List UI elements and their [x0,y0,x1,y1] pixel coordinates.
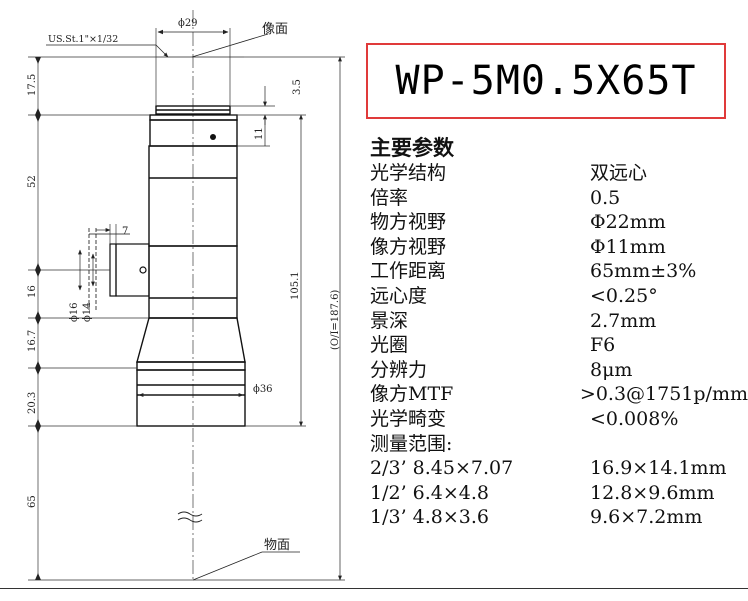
diameter-16-label: ϕ16 [69,302,80,322]
side-port [88,228,150,310]
set-screw-icon [210,134,216,140]
lens-dimension-drawing: 像面 ϕ29 US.St.1"×1/32 17.5 52 16 16.7 20.… [27,10,345,582]
spec-row: 远心度<0.25° [370,284,658,307]
dim-65: 65 [27,495,38,508]
lens-body [136,105,246,427]
spec-heading: 主要参数 [370,136,454,160]
object-plane-label: 物面 [264,538,290,553]
dim-52: 52 [27,175,38,188]
dim-11: 11 [254,127,265,140]
diameter-29-label: ϕ29 [178,18,198,29]
model-name: WP-5M0.5X65T [395,58,697,104]
diameter-14-label: ϕ14 [82,302,93,322]
dim-16: 16 [27,285,38,298]
spec-row: 像方MTF>0.3@1751p/mm [370,383,748,406]
spec-row: 光学结构双远心 [370,162,648,184]
dim-20-3: 20.3 [27,392,38,414]
dim-16-7: 16.7 [27,330,38,352]
bottom-rule [0,588,748,589]
dim-3-5: 3.5 [292,79,303,95]
dim-total: (O/I=187.6) [330,290,341,350]
image-plane-label: 像面 [262,22,288,37]
mount-thread-label: US.St.1"×1/32 [48,34,118,45]
diameter-36-label: ϕ36 [253,384,273,395]
dim-7: 7 [122,226,128,237]
spec-row: 光学畸变<0.008% [370,407,679,430]
dim-17-5: 17.5 [27,74,38,96]
model-title-box: WP-5M0.5X65T [366,43,726,119]
ranges-label: 测量范围: [370,432,453,455]
break-symbol [177,511,203,517]
dim-105-1: 105.1 [290,271,301,300]
